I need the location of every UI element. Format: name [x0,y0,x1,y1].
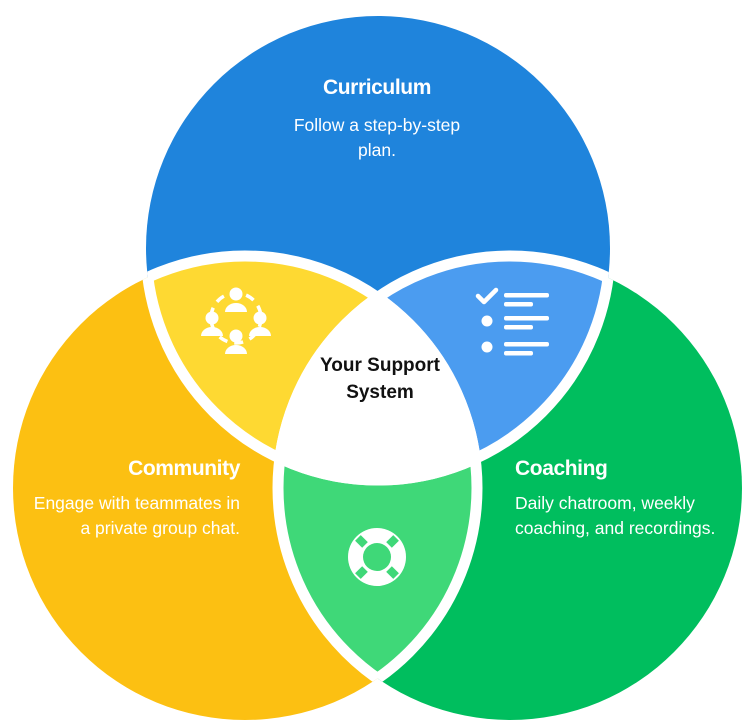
community-title: Community [128,457,240,480]
community-circle-icon [201,287,271,354]
lifebuoy-icon [348,528,406,586]
curriculum-description: Follow a step-by-step plan. [293,115,461,160]
curriculum-title: Curriculum [322,76,431,99]
center-label: Your Support System [320,355,440,403]
coaching-description: Daily chatroom, weekly coaching, and rec… [515,493,716,538]
checklist-icon [475,287,549,356]
coaching-title: Coaching [515,457,608,480]
community-description: Engage with teammates in a private group… [33,493,240,538]
